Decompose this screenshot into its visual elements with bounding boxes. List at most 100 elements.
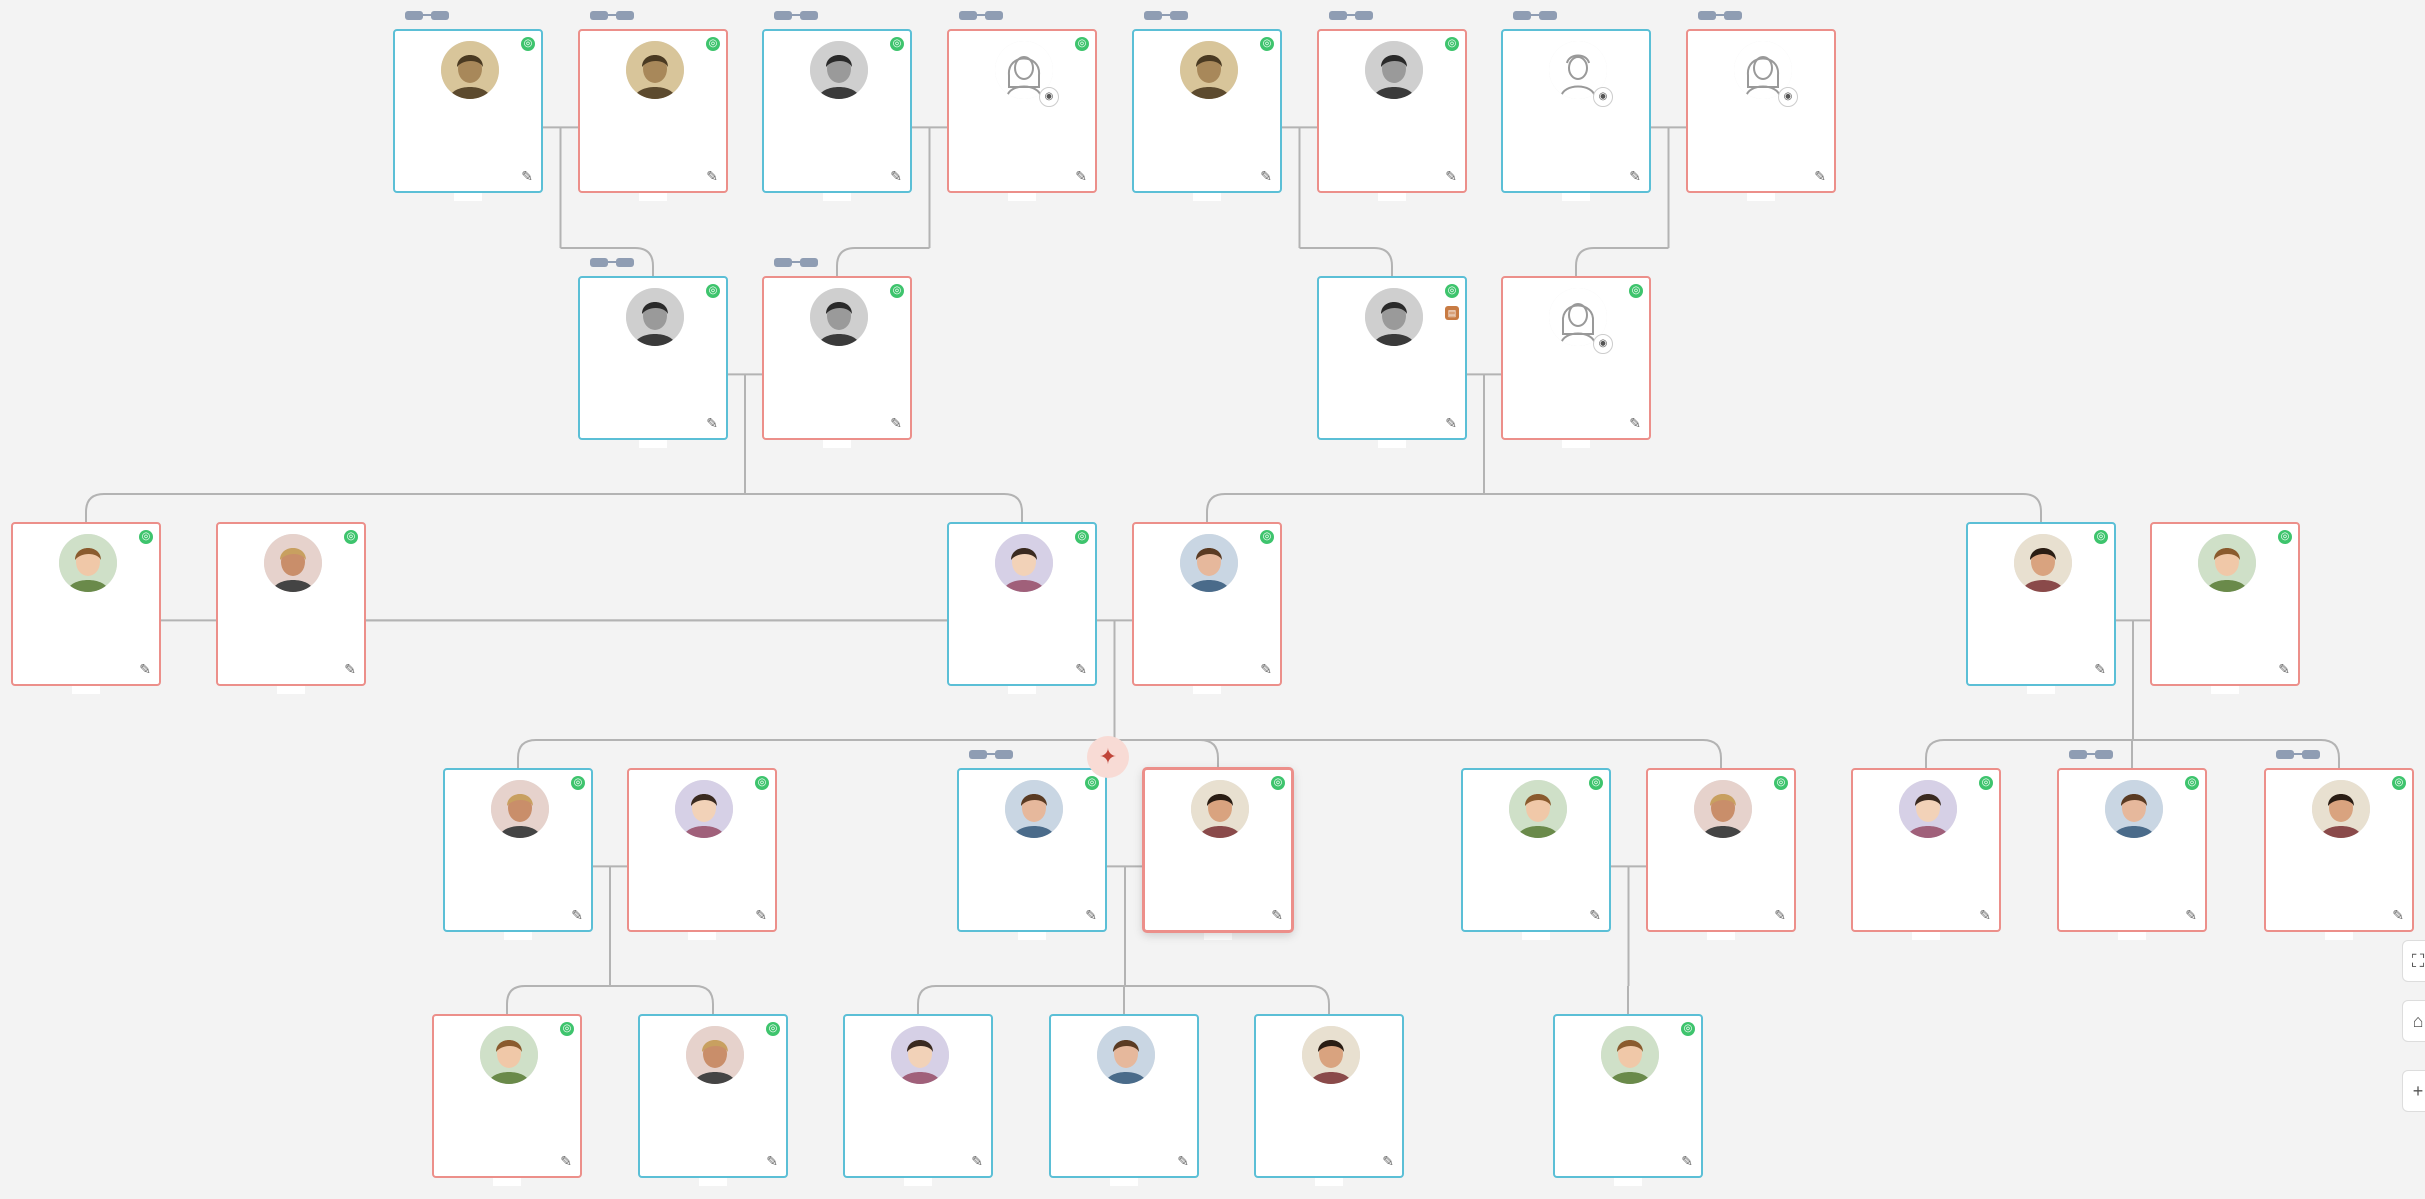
pencil-icon[interactable]: ✎ [1085,907,1097,923]
add-relative-button[interactable] [820,441,854,461]
add-relative-button[interactable] [1559,441,1593,461]
relationship-link-icon[interactable] [2069,748,2115,760]
avatar[interactable] [995,534,1053,592]
person-card-evelyn[interactable]: ◎✎ [11,522,161,686]
pencil-icon[interactable]: ✎ [1075,168,1087,184]
relationship-link-icon[interactable] [1698,9,1744,21]
person-card-jozef[interactable]: ◎✎ [578,276,728,440]
pencil-icon[interactable]: ✎ [755,907,767,923]
add-relative-button[interactable] [1559,194,1593,214]
person-card-brian_j[interactable]: ◎✎ [947,522,1097,686]
add-relative-button[interactable] [2024,687,2058,707]
avatar[interactable] [1365,41,1423,99]
record-hint-icon[interactable]: ◎ [2094,530,2108,544]
relationship-link-icon[interactable] [405,9,451,21]
pencil-icon[interactable]: ✎ [971,1153,983,1169]
avatar[interactable] [1365,288,1423,346]
add-relative-button[interactable] [501,933,535,953]
person-card-thomas_s[interactable]: ◎✎ [638,1014,788,1178]
avatar[interactable] [686,1026,744,1084]
pencil-icon[interactable]: ✎ [139,661,151,677]
add-relative-button[interactable] [901,1179,935,1199]
pencil-icon[interactable]: ✎ [1271,907,1283,923]
add-relative-button[interactable] [1190,194,1224,214]
add-relative-button[interactable] [1375,194,1409,214]
record-hint-icon[interactable]: ◎ [1589,776,1603,790]
record-hint-icon[interactable]: ◎ [1271,776,1285,790]
avatar[interactable] [1899,780,1957,838]
record-hint-icon[interactable]: ◎ [344,530,358,544]
pencil-icon[interactable]: ✎ [344,661,356,677]
add-relative-button[interactable] [820,194,854,214]
person-card-brian_a[interactable]: ◉✎ [1501,29,1651,193]
relationship-link-icon[interactable] [590,256,636,268]
add-relative-button[interactable] [1375,441,1409,461]
pencil-icon[interactable]: ✎ [890,168,902,184]
pencil-icon[interactable]: ✎ [1629,415,1641,431]
record-hint-icon[interactable]: ◎ [1075,530,1089,544]
pencil-icon[interactable]: ✎ [1260,661,1272,677]
record-hint-icon[interactable]: ◎ [2392,776,2406,790]
record-hint-icon[interactable]: ◎ [890,284,904,298]
pencil-icon[interactable]: ✎ [1445,168,1457,184]
camera-icon[interactable]: ◉ [1778,87,1798,107]
pencil-icon[interactable]: ✎ [706,168,718,184]
pencil-icon[interactable]: ✎ [706,415,718,431]
add-relative-button[interactable] [1704,933,1738,953]
pencil-icon[interactable]: ✎ [2392,907,2404,923]
person-card-rose[interactable]: ◎✎ [627,768,777,932]
pencil-icon[interactable]: ✎ [1445,415,1457,431]
avatar[interactable] [264,534,322,592]
person-card-linda[interactable]: ◉◎✎ [1501,276,1651,440]
person-card-beppie[interactable]: ◎✎ [762,276,912,440]
record-icon[interactable]: ▤ [1445,306,1459,320]
person-card-jonathan[interactable]: ◎✎ [957,768,1107,932]
camera-icon[interactable]: ◉ [1593,87,1613,107]
person-card-daniel[interactable]: ◎✎ [1966,522,2116,686]
add-relative-button[interactable] [636,194,670,214]
avatar[interactable] [626,288,684,346]
person-card-carla[interactable]: ◉✎ [1686,29,1836,193]
record-hint-icon[interactable]: ◎ [521,37,535,51]
avatar[interactable] [891,1026,949,1084]
pencil-icon[interactable]: ✎ [1382,1153,1394,1169]
record-hint-icon[interactable]: ◎ [1085,776,1099,790]
pencil-icon[interactable]: ✎ [1075,661,1087,677]
add-relative-button[interactable] [696,1179,730,1199]
pencil-icon[interactable]: ✎ [2094,661,2106,677]
record-hint-icon[interactable]: ◎ [755,776,769,790]
birthday-cake-icon[interactable]: ✦ [1087,736,1129,778]
add-relative-button[interactable] [69,687,103,707]
camera-icon[interactable]: ◉ [1039,87,1059,107]
add-relative-button[interactable] [2322,933,2356,953]
relationship-link-icon[interactable] [1144,9,1190,21]
add-relative-button[interactable] [274,687,308,707]
record-hint-icon[interactable]: ◎ [1681,1022,1695,1036]
person-card-frank[interactable]: ✎ [1049,1014,1199,1178]
avatar[interactable] [675,780,733,838]
pencil-icon[interactable]: ✎ [1177,1153,1189,1169]
record-hint-icon[interactable]: ◎ [1774,776,1788,790]
add-relative-button[interactable] [2115,933,2149,953]
record-hint-icon[interactable]: ◎ [706,37,720,51]
record-hint-icon[interactable]: ◎ [1445,37,1459,51]
add-relative-button[interactable] [1201,933,1235,953]
person-card-arthur[interactable]: ✎ [843,1014,993,1178]
person-card-martin[interactable]: ◎✎ [393,29,543,193]
record-hint-icon[interactable]: ◎ [560,1022,574,1036]
zoom-in-icon[interactable]: + [2402,1070,2425,1112]
person-card-shelly[interactable]: ◎✎ [1646,768,1796,932]
relationship-link-icon[interactable] [774,9,820,21]
avatar[interactable] [2312,780,2370,838]
add-relative-button[interactable] [2208,687,2242,707]
person-card-leanne[interactable]: ◎✎ [2150,522,2300,686]
record-hint-icon[interactable]: ◎ [706,284,720,298]
add-relative-button[interactable] [636,441,670,461]
record-hint-icon[interactable]: ◎ [2185,776,2199,790]
pencil-icon[interactable]: ✎ [766,1153,778,1169]
relationship-link-icon[interactable] [590,9,636,21]
pencil-icon[interactable]: ✎ [890,415,902,431]
avatar[interactable] [59,534,117,592]
add-relative-button[interactable] [490,1179,524,1199]
